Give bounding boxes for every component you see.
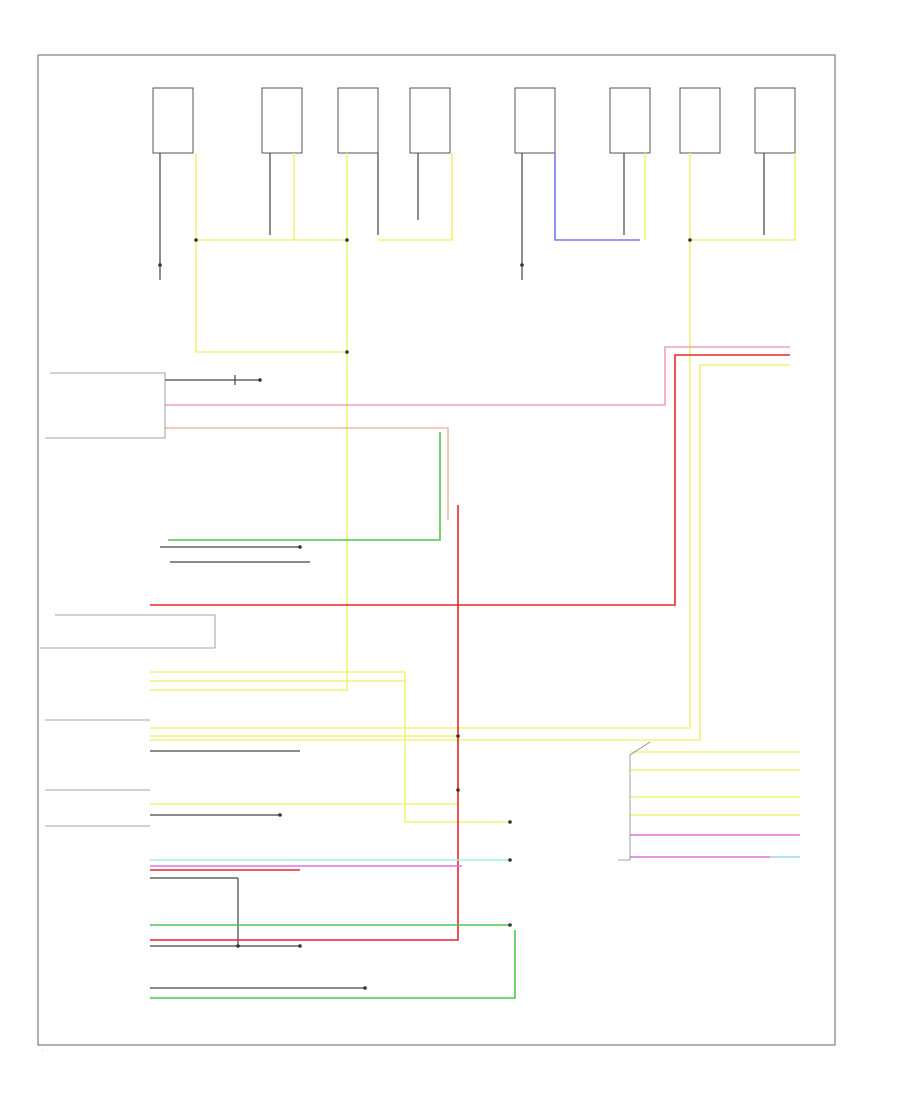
other-wires	[150, 153, 800, 867]
connector-dot	[508, 820, 512, 824]
yellow-wires	[150, 153, 800, 823]
connector-dot	[236, 944, 240, 948]
connector-dot	[158, 263, 162, 267]
connector-dot	[508, 858, 512, 862]
left-components	[40, 372, 216, 827]
connector-dot	[688, 238, 692, 242]
component-box	[609, 87, 651, 154]
connector-dot	[345, 350, 349, 354]
component-box	[337, 87, 379, 154]
connector-dot	[456, 788, 460, 792]
footer-text: ·	[42, 1048, 43, 1053]
connectors	[158, 238, 692, 990]
connector-dot	[345, 238, 349, 242]
component-box	[152, 87, 194, 154]
connector-dot	[258, 378, 262, 382]
red-wires	[150, 346, 790, 941]
top-components	[152, 87, 796, 154]
diagram-border	[37, 54, 836, 1046]
connector-dot	[508, 923, 512, 927]
component-box	[261, 87, 303, 154]
black-leads	[150, 153, 765, 989]
splice-bracket	[618, 741, 651, 861]
connector-dot	[298, 944, 302, 948]
connector-dot	[363, 986, 367, 990]
component-box	[679, 87, 721, 154]
connector-dot	[456, 734, 460, 738]
component-box	[754, 87, 796, 154]
connector-dot	[298, 545, 302, 549]
green-wires	[150, 432, 516, 999]
component-box	[409, 87, 451, 154]
connector-dot	[194, 238, 198, 242]
connector-dot	[278, 813, 282, 817]
component-box	[514, 87, 556, 154]
connector-dot	[520, 263, 524, 267]
